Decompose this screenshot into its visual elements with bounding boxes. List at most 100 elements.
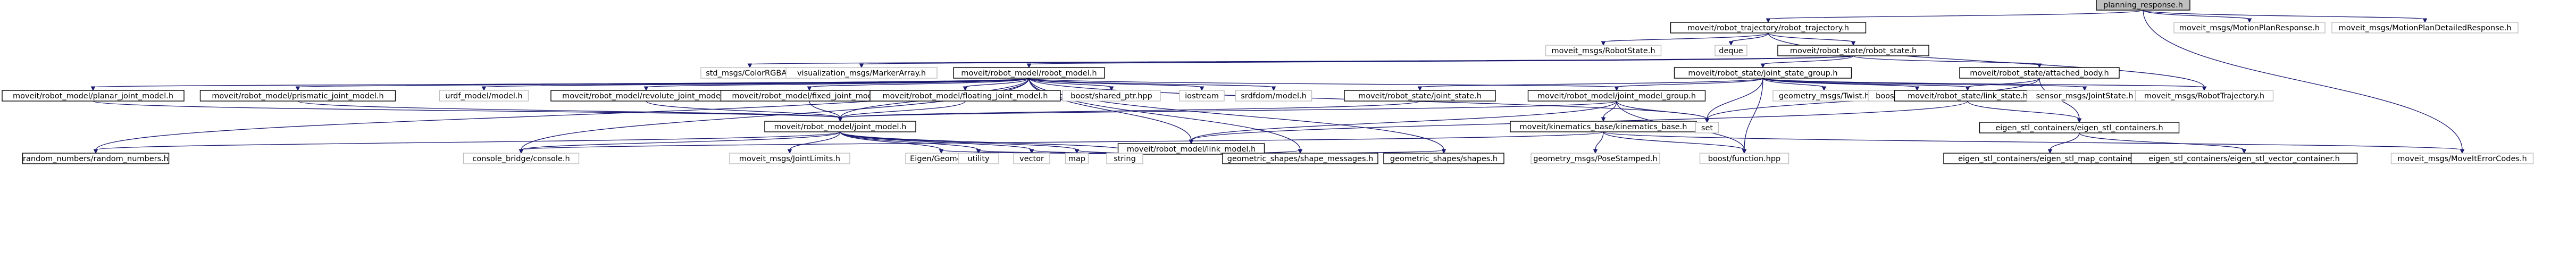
include-edge-attbody-lstate [1965,78,2040,91]
edge-line [789,131,841,150]
node-planarjm[interactable]: moveit/robot_model/planar_joint_model.h [2,90,185,102]
include-edge-revjm-jmodel [646,100,843,122]
node-shapemsgs[interactable]: geometric_shapes/shape_messages.h [1222,153,1378,164]
node-box [958,153,999,164]
node-deque: deque [1714,45,1747,56]
node-label: moveit/robot_trajectory/robot_trajectory… [1687,24,1849,32]
node-markerarr: visualization_msgs/MarkerArray.h [785,67,938,79]
edge-line [840,131,1077,150]
node-box [2130,153,2358,164]
include-edge-jsg-sensorjs [1762,78,2087,91]
edge-line [1744,78,1763,150]
include-edges [90,10,2465,155]
node-label: map [1068,155,1085,163]
include-edge-rmodel-fixjm [807,78,1030,91]
node-attbody[interactable]: moveit/robot_state/attached_body.h [1959,67,2120,79]
node-box [1695,122,1719,133]
node-jstate[interactable]: moveit/robot_state/joint_state.h [1344,90,1496,102]
node-label: eigen_stl_containers/eigen_stl_container… [1995,124,2163,132]
include-edge-kinbase-errcodes [1603,131,2465,154]
include-edge-traj-rstate [1768,32,1856,46]
node-floatjm[interactable]: moveit/robot_model/floating_joint_model.… [869,90,1061,102]
edge-arrowhead [1766,18,1771,23]
node-label: geometry_msgs/PoseStamped.h [1533,155,1657,163]
edge-arrowhead [2422,18,2428,23]
edge-line [483,78,1030,88]
node-box [1106,153,1143,164]
node-root[interactable]: planning_response.h [2096,0,2190,11]
node-box [2096,0,2190,11]
node-box [2331,22,2519,34]
node-traj[interactable]: moveit/robot_trajectory/robot_trajectory… [1670,22,1867,34]
edge-line [809,78,1030,88]
edge-line [840,131,979,150]
edge-arrowhead [963,86,968,91]
node-box [1065,153,1089,164]
edge-arrowhead [2077,118,2082,123]
node-randnum[interactable]: random_numbers/random_numbers.h [22,153,170,164]
node-jsg[interactable]: moveit/robot_state/joint_state_group.h [1674,67,1852,79]
node-box [439,90,529,102]
edge-line [1028,55,1854,65]
node-box [1383,153,1504,164]
include-edge-rmodel-revjm [643,78,1030,91]
node-lmodel[interactable]: moveit/robot_model/link_model.h [1117,143,1265,155]
node-label: eigen_stl_containers/eigen_stl_vector_co… [2148,155,2340,163]
include-edge-eigencont-eigenvec [2079,132,2247,154]
node-eigenmap[interactable]: eigen_stl_containers/eigen_stl_map_conta… [1943,153,2157,164]
node-lstate[interactable]: moveit/robot_state/link_state.h [1894,90,2042,102]
edge-line [95,131,841,150]
node-rstate[interactable]: moveit/robot_state/robot_state.h [1777,45,1929,56]
node-label: moveit/robot_state/joint_state.h [1358,92,1482,100]
edge-line [2079,132,2245,150]
node-label: moveit/robot_state/robot_state.h [1790,47,1917,55]
edge-line [1616,100,1708,120]
node-sharedptr: boost/shared_ptr.hpp [1062,90,1161,102]
edge-line [1603,131,2463,150]
node-sensorjs: sensor_msgs/JointState.h [2026,90,2143,102]
edge-arrowhead [1965,86,1970,91]
node-prismjm[interactable]: moveit/robot_model/prismatic_joint_model… [199,90,396,102]
node-twist: geometry_msgs/Twist.h [1772,90,1876,102]
node-eigencont[interactable]: eigen_stl_containers/eigen_stl_container… [1979,122,2180,133]
node-string: string [1106,153,1143,164]
node-console: console_bridge/console.h [463,153,580,164]
node-label: moveit/robot_model/fixed_joint_model.h [732,92,886,100]
edge-arrowhead [1614,86,1619,91]
node-shapes[interactable]: geometric_shapes/shapes.h [1383,153,1504,164]
node-robottraj: moveit_msgs/RobotTrajectory.h [2135,90,2274,102]
edge-line [861,55,1854,65]
edge-arrowhead [90,86,96,91]
node-label: visualization_msgs/MarkerArray.h [797,69,926,78]
include-edge-kinbase-posestamped [1593,131,1604,154]
node-jmodel[interactable]: moveit/robot_model/joint_model.h [764,121,916,132]
edge-line [1419,78,1763,88]
edge-line [1028,78,1274,88]
edge-arrowhead [295,86,300,91]
node-fixjm[interactable]: moveit/robot_model/fixed_joint_model.h [720,90,899,102]
edge-line [1853,55,2040,65]
include-edge-jsg-twist [1762,78,1827,91]
edge-arrowhead [2202,86,2207,91]
edge-line [1707,78,1763,120]
node-eigenvec[interactable]: eigen_stl_containers/eigen_stl_vector_co… [2130,153,2358,164]
edge-line [1028,78,1301,150]
edge-arrowhead [1704,118,1710,123]
include-edge-rstate-attbody [1853,55,2042,69]
edge-arrowhead [1074,149,1080,154]
node-label: moveit/robot_model/prismatic_joint_model… [212,92,383,100]
node-vector: vector [1013,153,1050,164]
edge-line [1603,32,1769,43]
edge-line [1967,78,2040,88]
node-rmodel[interactable]: moveit/robot_model/robot_model.h [953,67,1105,79]
node-jmg[interactable]: moveit/robot_model/joint_model_group.h [1527,90,1706,102]
edge-line [1616,78,1763,88]
node-errcodes: moveit_msgs/MoveItErrorCodes.h [2390,153,2534,164]
node-revjm[interactable]: moveit/robot_model/revolute_joint_model.… [550,90,742,102]
edge-arrowhead [1593,149,1598,154]
node-label: string [1114,155,1136,163]
node-srdfdom: srdfdom/model.h [1235,90,1312,102]
node-kinbase[interactable]: moveit/kinematics_base/kinematics_base.h [1510,121,1697,132]
node-mpdr: moveit_msgs/MotionPlanDetailedResponse.h [2331,22,2519,34]
